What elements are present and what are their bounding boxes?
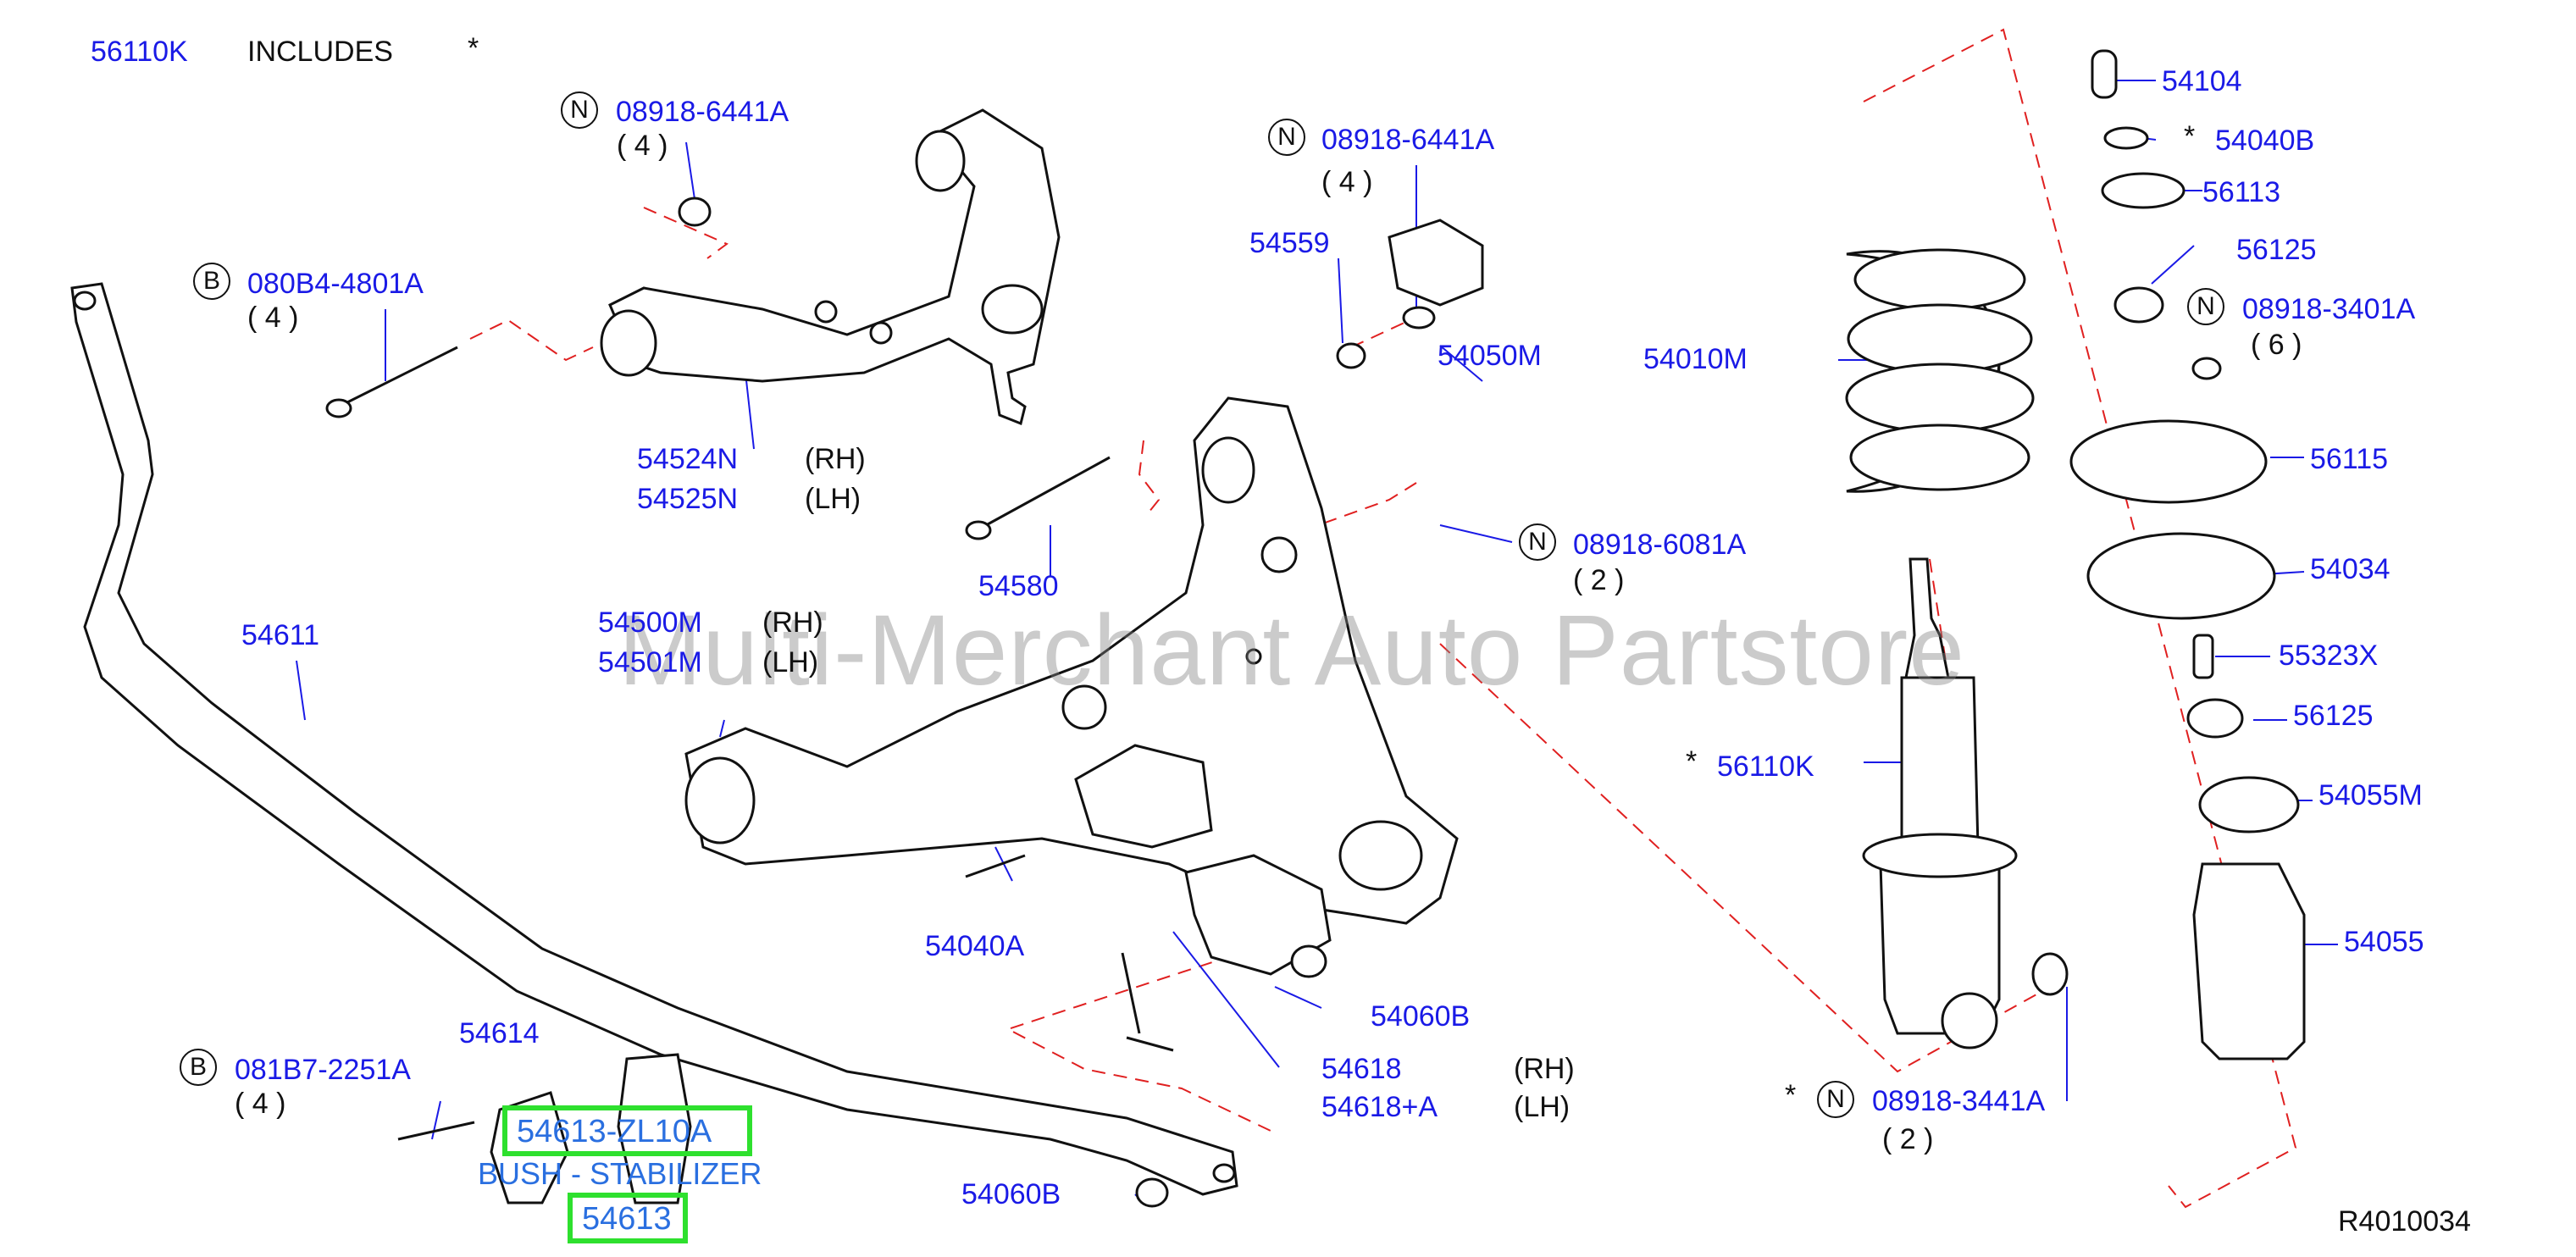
diagram-code: R4010034 [2338,1205,2471,1238]
callout-part-number[interactable]: 54525N [637,483,739,515]
callout-side: (RH) [805,443,866,475]
header-includes-label: INCLUDES [247,36,393,68]
badge-b: B [193,263,230,300]
callout-star: * [1686,745,1698,778]
callout-part-number[interactable]: 54501M [598,646,702,678]
badge-b: B [180,1049,217,1086]
watermark-text: Multi-Merchant Auto Partstore [618,595,1965,706]
badge-n: N [1817,1081,1854,1118]
callout-part-number[interactable]: 55323X [2279,640,2379,672]
callout-part-number[interactable]: 54040A [925,930,1025,962]
callout-side: (RH) [1514,1053,1575,1085]
tooltip-part-number: 54613-ZL10A [517,1114,712,1149]
callout-side: (LH) [762,646,819,678]
callout-part-number[interactable]: 54559 [1249,227,1330,259]
callout-part-number[interactable]: 08918-6081A [1573,529,1747,561]
callout-part-number[interactable]: 54055 [2344,926,2424,958]
badge-n: N [1268,119,1305,156]
callout-part-number[interactable]: 54060B [1371,1000,1471,1033]
callout-part-number[interactable]: 54611 [241,619,320,651]
callout-part-number[interactable]: 56113 [2202,176,2281,208]
callout-part-number[interactable]: 54524N [637,443,739,475]
callout-part-number[interactable]: 080B4-4801A [247,268,424,300]
callout-side: (LH) [805,483,861,515]
callout-qty: ( 6 ) [2251,329,2302,361]
callout-part-number[interactable]: 56125 [2236,234,2317,266]
callout-part-number[interactable]: 54055M [2318,779,2423,811]
callout-part-number[interactable]: 54104 [2162,65,2242,97]
callout-qty: ( 4 ) [617,130,668,162]
callout-part-number[interactable]: 54580 [978,570,1059,602]
callout-side: (LH) [1514,1091,1571,1123]
callout-part-number[interactable]: 081B7-2251A [235,1054,411,1086]
callout-part-number[interactable]: 54040B [2215,125,2315,157]
callout-part-number[interactable]: 54614 [459,1017,540,1049]
callout-qty: ( 4 ) [235,1088,286,1120]
callout-part-number[interactable]: 54618 [1321,1053,1402,1085]
callout-part-number[interactable]: 54050M [1438,340,1542,372]
highlight-box-ref[interactable] [568,1193,688,1243]
callout-part-number[interactable]: 54500M [598,606,702,639]
callout-part-number[interactable]: 54060B [961,1178,1061,1210]
callout-part-number[interactable]: 56125 [2293,700,2374,732]
callout-part-number[interactable]: 54010M [1643,343,1748,375]
header-star: * [468,32,479,64]
highlight-box-part[interactable] [502,1105,752,1156]
callout-part-number[interactable]: 08918-3401A [2242,293,2416,325]
callout-star: * [2184,120,2196,152]
callout-side: (RH) [762,606,823,639]
callout-qty: ( 4 ) [247,302,299,334]
callout-part-number[interactable]: 08918-6441A [1321,124,1495,156]
callout-qty: ( 2 ) [1882,1123,1934,1155]
callout-star: * [1785,1079,1797,1111]
badge-n: N [1519,523,1556,561]
callout-part-number[interactable]: 54034 [2310,553,2390,585]
callout-qty: ( 4 ) [1321,166,1373,198]
callout-part-number[interactable]: 08918-6441A [616,96,789,128]
tooltip-ref-number[interactable]: 54613 [582,1201,672,1237]
badge-n: N [2187,288,2224,325]
header-part-number[interactable]: 56110K [91,36,188,68]
callout-part-number[interactable]: 08918-3441A [1872,1085,2046,1117]
callout-part-number[interactable]: 54618+A [1321,1091,1438,1123]
component-outlines [70,49,2306,1208]
tooltip-description: BUSH - STABILIZER [478,1156,762,1191]
badge-n: N [561,91,598,129]
callout-qty: ( 2 ) [1573,564,1625,596]
callout-part-number[interactable]: 56110K [1717,750,1814,783]
callout-part-number[interactable]: 56115 [2310,443,2389,475]
